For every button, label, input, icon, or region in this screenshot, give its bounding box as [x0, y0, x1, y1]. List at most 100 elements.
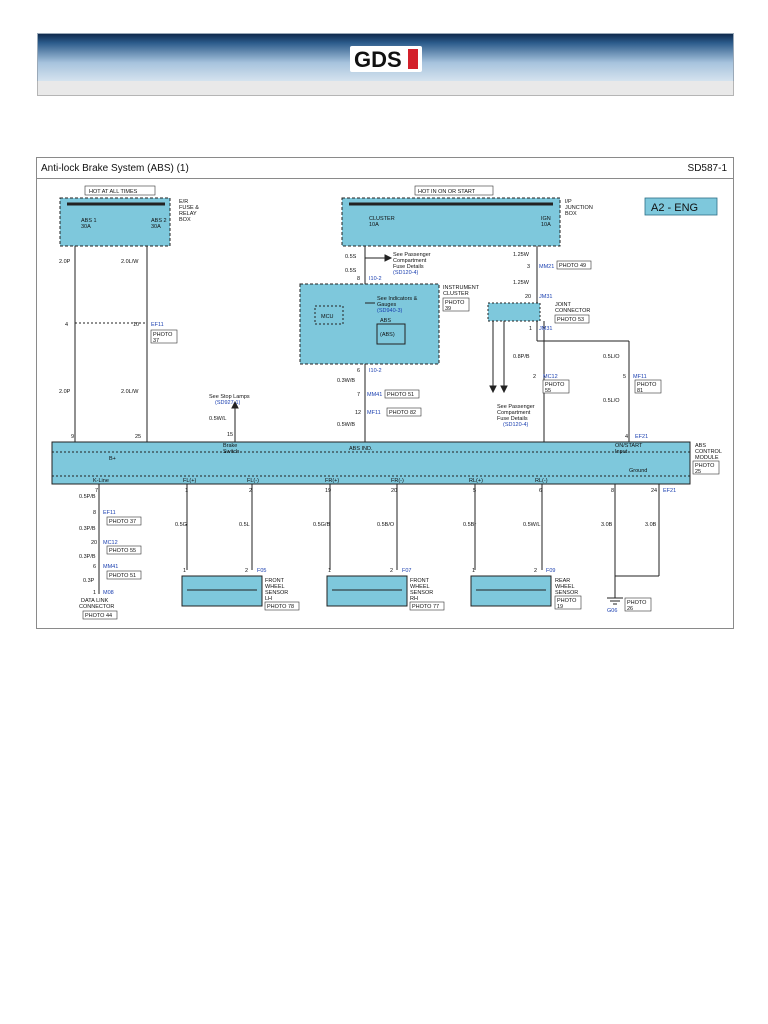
- hot-always-label: HOT AT ALL TIMES: [89, 189, 138, 195]
- diagram-label: 2: [534, 568, 537, 574]
- diagram-label: ABS: [380, 318, 391, 324]
- ecu-bplus: B+: [109, 456, 116, 462]
- diagram-mark: [350, 46, 422, 72]
- diagram-label: 0.5P/B: [79, 494, 96, 500]
- diagram-label: 3: [527, 264, 530, 270]
- diagram-label: PHOTO: [695, 463, 715, 469]
- diagram-label: 24: [651, 488, 657, 494]
- diagram-label: REAR: [555, 578, 570, 584]
- diagram-label: See Stop Lamps: [209, 394, 250, 400]
- diagram-label: 0.5L/O: [603, 398, 620, 404]
- diagram-mark: [84, 185, 156, 196]
- diagram-label: 2.0L/W: [121, 389, 139, 395]
- diagram-label: 6: [93, 564, 96, 570]
- diagram-label: SENSOR: [265, 590, 288, 596]
- diagram-label: 1: [472, 568, 475, 574]
- diagram-mark: [82, 610, 118, 620]
- diagram-label: FR(+): [325, 478, 339, 484]
- diagram-label: JM31: [539, 326, 552, 332]
- diagram-label: JOINT: [555, 302, 572, 308]
- diagram-label: 1: [183, 568, 186, 574]
- diagram-label: PHOTO 51: [387, 392, 414, 398]
- diagram-label: MM41: [367, 392, 382, 398]
- diagram-label: 2.0P: [59, 389, 71, 395]
- diagram-label: PHOTO: [627, 600, 647, 606]
- diagram-label: 2.0P: [59, 259, 71, 265]
- diagram-label: 3.0B: [645, 522, 657, 528]
- diagram-label: 20: [391, 488, 397, 494]
- diagram-label: 10: [133, 322, 139, 328]
- diagram-mark: [556, 260, 592, 270]
- diagram-label: EF21: [663, 488, 676, 494]
- mcu-box: [314, 305, 344, 325]
- diagram-label: PHOTO 55: [109, 548, 136, 554]
- fuse-abs1: ABS 1: [81, 218, 97, 224]
- hot-start-label: HOT IN ON OR START: [418, 189, 476, 195]
- diagram-label: LH: [265, 596, 272, 602]
- diagram-label: MODULE: [695, 455, 719, 461]
- diagram-label: F05: [257, 568, 266, 574]
- diagram-label: 0.5L/O: [603, 354, 620, 360]
- diagram-label: 8: [611, 488, 614, 494]
- diagram-label: K-Line: [93, 478, 109, 484]
- diagram-label: See Passenger: [497, 404, 535, 410]
- diagram-label: I10-2: [369, 368, 382, 374]
- diagram-label: ABS: [695, 443, 706, 449]
- diagram-label: INSTRUMENT: [443, 285, 480, 291]
- abs-warning-lamp: [376, 323, 406, 345]
- diagram-label: WHEEL: [265, 584, 285, 590]
- diagram-label: PHOTO 77: [412, 604, 439, 610]
- diagram-label: (SD940-3): [377, 308, 403, 314]
- abs-control-module: [51, 441, 691, 485]
- diagram-label: F07: [402, 568, 411, 574]
- diagram-mark: [442, 297, 470, 312]
- diagram-label: 8: [93, 510, 96, 516]
- diagram-label: (SD120-4): [503, 422, 529, 428]
- diagram-label: 0.5W/B: [337, 422, 355, 428]
- diagram-label: 1: [185, 488, 188, 494]
- diagram-label: WHEEL: [410, 584, 430, 590]
- diagram-mark: [106, 545, 142, 555]
- diagram-label: Fuse Details: [393, 264, 424, 270]
- diagram-label: PHOTO 78: [267, 604, 294, 610]
- diagram-label: FRONT: [265, 578, 285, 584]
- diagram-mark: [554, 595, 582, 610]
- diagram-label: 2: [533, 374, 536, 380]
- diagram-label: Gauges: [377, 302, 397, 308]
- diagram-label: CLUSTER: [443, 291, 469, 297]
- diagram-label: ON/START: [615, 443, 643, 449]
- fuse-ign: IGN: [541, 216, 551, 222]
- diagram-title: Anti-lock Brake System (ABS) (1): [41, 163, 189, 174]
- fuse-abs1-amp: 30A: [81, 224, 91, 230]
- diagram-label: 37: [153, 338, 159, 344]
- diagram-label: Switch: [223, 449, 239, 455]
- diagram-label: 0.8P/B: [513, 354, 530, 360]
- er-box-l3: RELAY: [179, 211, 197, 217]
- diagram-label: RL(-): [535, 478, 548, 484]
- diagram-label: JM31: [539, 294, 552, 300]
- diagram-mark: [386, 407, 422, 417]
- ip-junction-box: [341, 197, 561, 247]
- diagram-label: 0.3P/B: [79, 554, 96, 560]
- diagram-label: (ABS): [380, 332, 395, 338]
- diagram-mark: [384, 389, 420, 399]
- diagram-label: 0.5Br: [463, 522, 476, 528]
- diagram-label: 20: [91, 540, 97, 546]
- jb-l2: JUNCTION: [565, 205, 593, 211]
- diagram-mark: [106, 516, 142, 526]
- diagram-label: 1: [93, 590, 96, 596]
- diagram-label: 5: [473, 488, 476, 494]
- diagram-label: 15: [227, 432, 233, 438]
- diagram-label: 2: [390, 568, 393, 574]
- diagram-code: SD587-1: [687, 163, 727, 174]
- diagram-label: 0.3P/B: [79, 526, 96, 532]
- diagram-label: Brake: [223, 443, 237, 449]
- sub-toolbar: [37, 81, 734, 96]
- diagram-label: 0.5S: [345, 268, 357, 274]
- diagram-label: PHOTO: [545, 382, 565, 388]
- diagram-label: 4: [65, 322, 68, 328]
- diagram-label: 25: [135, 434, 141, 440]
- engine-badge: [644, 197, 718, 216]
- logo-text: GDS: [354, 47, 402, 72]
- diagram-label: PHOTO: [637, 382, 657, 388]
